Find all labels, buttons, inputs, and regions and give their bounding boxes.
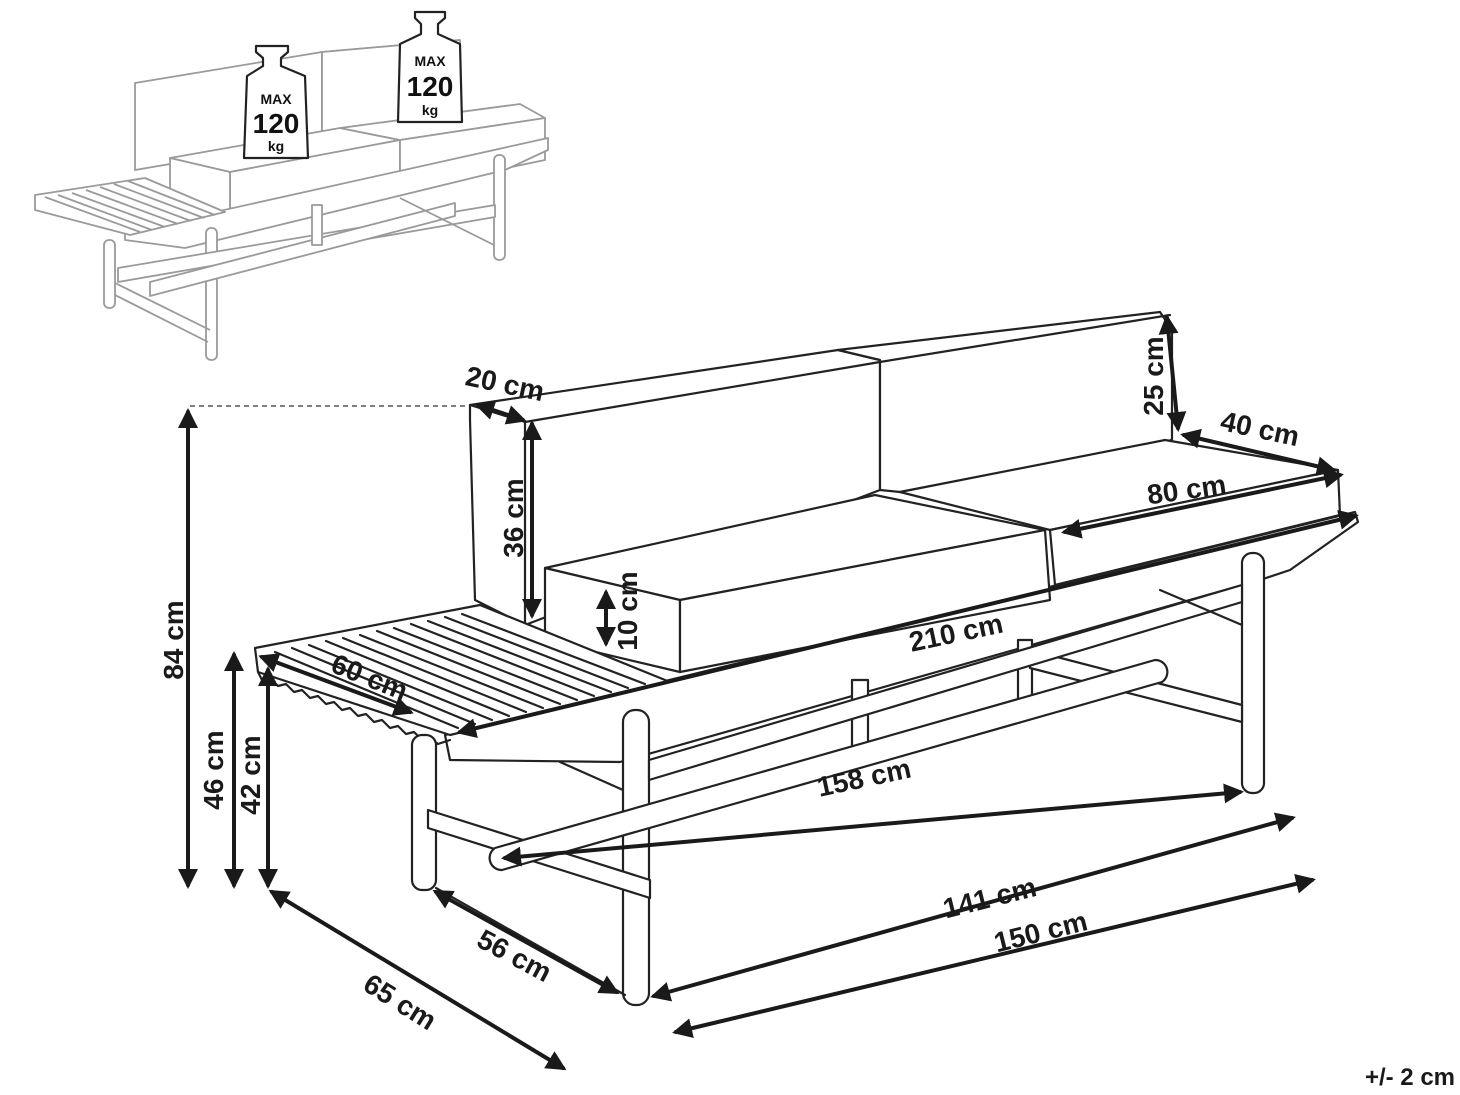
weight-icon-1: MAX 120 kg — [242, 44, 310, 160]
dim-backrest-height: 36 cm — [498, 478, 529, 557]
weight-2-unit: kg — [422, 102, 438, 118]
dim-table-height: 42 cm — [235, 735, 266, 814]
weight-icon-2: MAX 120 kg — [396, 10, 464, 124]
tolerance-note: +/- 2 cm — [1365, 1064, 1455, 1091]
weight-2-value: 120 — [407, 71, 454, 102]
weight-1-unit: kg — [268, 138, 284, 154]
weight-1-value: 120 — [253, 108, 300, 139]
dim-cushion-thickness: 10 cm — [612, 571, 643, 650]
dim-inner-length: 141 cm — [940, 871, 1040, 924]
weight-2-max: MAX — [414, 53, 446, 69]
leg-front-right — [621, 708, 651, 1007]
main-bench — [253, 310, 1360, 1007]
weight-1-max: MAX — [260, 91, 292, 107]
dim-total-height: 84 cm — [158, 600, 189, 679]
leg-back-right — [1240, 551, 1266, 795]
dimension-lines — [178, 314, 1359, 1071]
dim-total-depth: 65 cm — [358, 968, 442, 1036]
dim-seat-height: 46 cm — [198, 730, 229, 809]
dim-leg-length: 150 cm — [991, 905, 1091, 958]
dim-backrest-cushion: 25 cm — [1138, 336, 1169, 415]
